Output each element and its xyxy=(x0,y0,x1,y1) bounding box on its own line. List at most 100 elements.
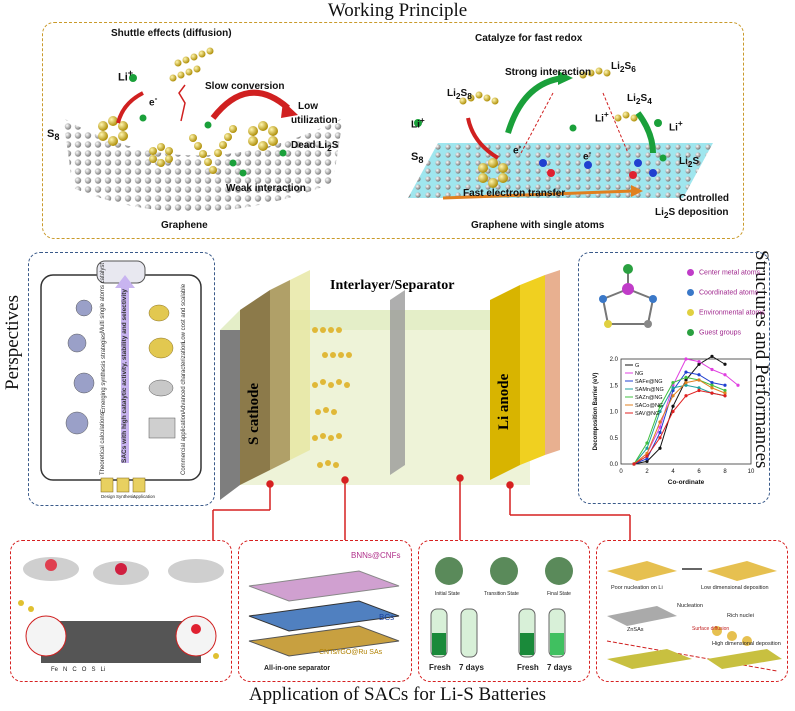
perspectives-arrow-text: SACs with high catalytic activity, stabi… xyxy=(121,289,128,463)
data-point xyxy=(736,383,740,387)
x-tick-label: 4 xyxy=(671,469,675,475)
tube-label-2: 7 days xyxy=(459,663,484,672)
surface-diffusion-label: Surface diffusion xyxy=(692,626,730,632)
data-point xyxy=(697,386,701,390)
data-point xyxy=(723,362,727,366)
data-point xyxy=(710,383,714,387)
poor-nucleation-label: Poor nucleation on Li xyxy=(611,585,663,591)
data-point xyxy=(645,459,649,463)
legend-label: Guest groups xyxy=(699,329,742,337)
y-tick-label: 1.0 xyxy=(610,410,619,416)
data-point xyxy=(723,391,727,395)
working-principle-title: Working Principle xyxy=(327,0,468,21)
data-point xyxy=(723,388,727,393)
legend-entry: SAZn@NG xyxy=(635,395,663,401)
series-line xyxy=(633,355,726,465)
weak-interaction-label: Weak interaction xyxy=(226,183,306,194)
graphene-label: Graphene xyxy=(161,220,208,231)
application-panel-4: Poor nucleation on Li Low dimensional de… xyxy=(596,540,788,682)
tube-label-1: Fresh xyxy=(429,663,451,672)
low-dimensional-label: Low dimensional deposition xyxy=(701,585,769,591)
znsas-label: ZnSAs xyxy=(627,627,644,633)
li-ion-label-right-2: Li+ xyxy=(595,109,609,125)
li2s6-label: Li2S6 xyxy=(611,61,636,74)
tube-label-3: Fresh xyxy=(517,663,539,672)
perspectives-title: Perspectives xyxy=(2,295,23,390)
perspective-bottom-3: Application xyxy=(133,494,156,499)
working-principle-panel: Shuttle effects (diffusion) Li+ e- Slow … xyxy=(42,22,744,239)
transition-state-label: Transition State xyxy=(484,591,519,597)
graphene-sa-label: Graphene with single atoms xyxy=(471,220,605,231)
separator-layers-illustration xyxy=(248,570,400,657)
s8-label-left: S8 xyxy=(47,128,60,143)
data-point xyxy=(710,391,714,395)
slow-conversion-label: Slow conversion xyxy=(205,81,285,92)
legend-dot-icon xyxy=(687,289,694,296)
data-point xyxy=(710,381,714,385)
dead-li2s-label: Dead Li2S xyxy=(291,140,339,153)
data-point xyxy=(658,436,662,440)
data-point xyxy=(632,462,636,466)
shuttle-label: Shuttle effects (diffusion) xyxy=(111,28,232,39)
applications-title: Application of SACs for Li-S Batteries xyxy=(248,684,547,705)
separator-caption: All-in-one separator xyxy=(264,665,331,672)
data-point xyxy=(684,383,688,387)
data-point xyxy=(697,373,701,377)
perspective-item-4: Low cost and scalable xyxy=(181,283,187,343)
data-point xyxy=(684,357,688,361)
data-point xyxy=(658,420,662,424)
legend-label: Center metal atoms xyxy=(699,269,761,277)
li2s4-label: Li2S4 xyxy=(627,93,652,106)
data-point xyxy=(697,362,701,366)
data-point xyxy=(684,381,688,385)
perspectives-illustration xyxy=(40,260,202,493)
data-point xyxy=(658,409,662,414)
electron-label-right-2: e- xyxy=(583,147,592,163)
controlled-label: Controlled xyxy=(679,193,729,204)
data-point xyxy=(697,388,701,393)
data-point xyxy=(658,404,662,408)
li2s8-label: Li2S8 xyxy=(447,88,472,101)
legend-entry: SAMn@NG xyxy=(635,387,664,393)
perspective-bottom-2: Synthesis xyxy=(116,494,136,499)
element-legend: Fe N C O S Li xyxy=(51,667,106,673)
data-point xyxy=(645,446,649,450)
data-point xyxy=(723,373,727,377)
li2s-deposition-label: Li2S deposition xyxy=(655,207,729,220)
data-point xyxy=(671,394,675,398)
cnts-label: CNTs/rGO@Ru SAs xyxy=(319,649,383,656)
low-label: Low xyxy=(298,101,318,112)
working-principle-illustration xyxy=(63,47,713,212)
data-point xyxy=(684,375,688,379)
battery-illustration: Interlayer/Separator S cathode Li anode xyxy=(220,270,565,500)
x-tick-label: 6 xyxy=(697,469,701,475)
x-tick-label: 8 xyxy=(723,469,727,475)
bcs-label: BCs xyxy=(379,613,395,622)
data-point xyxy=(723,394,727,398)
anode-block xyxy=(490,285,520,480)
data-point xyxy=(710,367,714,372)
legend-entry: NG xyxy=(635,371,643,377)
single-atom-catalyst-illustration xyxy=(18,557,224,663)
anode-label: Li anode xyxy=(496,373,512,430)
interlayer-title: Interlayer/Separator xyxy=(330,278,455,293)
structure-legend-item: Center metal atoms xyxy=(687,269,760,276)
perspectives-panel: SACs with high catalytic activity, stabi… xyxy=(28,252,215,506)
legend-dot-icon xyxy=(687,309,694,316)
data-point xyxy=(697,378,701,382)
final-state-label: Final State xyxy=(547,591,571,597)
single-atom-structure-icon xyxy=(599,264,657,328)
perspective-item-2: Emerging synthesis strategies xyxy=(101,332,107,413)
data-point xyxy=(671,404,675,408)
utilization-label: utilization xyxy=(291,115,338,126)
li-ion-label-right-1: Li+ xyxy=(411,115,425,131)
electron-label-left: e- xyxy=(149,93,158,109)
cathode-label: S cathode xyxy=(246,382,262,445)
perspective-item-3: Theoretical calculations xyxy=(100,412,106,475)
nucleation-label: Nucleation xyxy=(677,603,703,609)
tube-label-4: 7 days xyxy=(547,663,572,672)
series-line xyxy=(633,371,726,465)
data-point xyxy=(645,454,649,458)
